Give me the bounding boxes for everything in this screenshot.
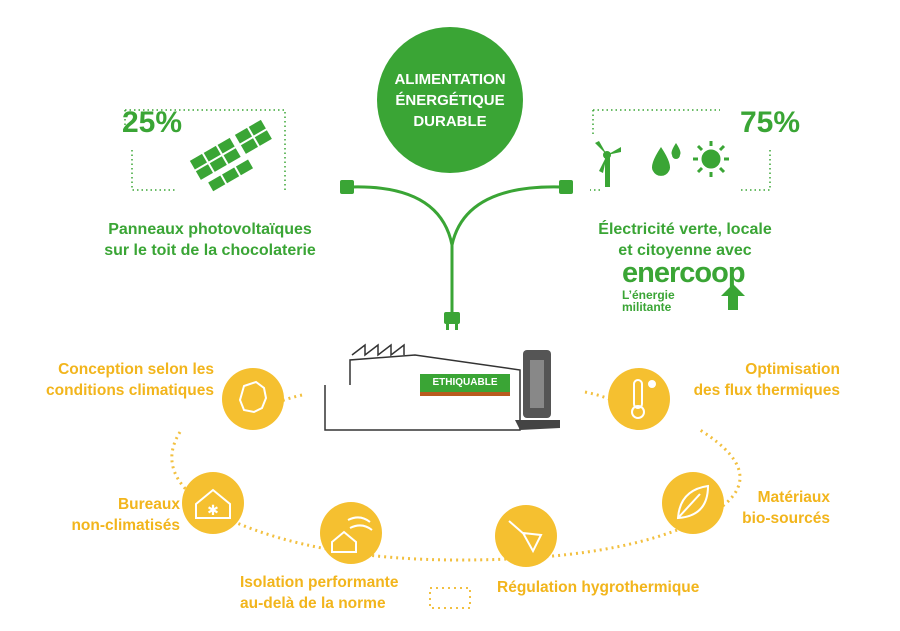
green-power-percent: 75% — [740, 106, 801, 139]
solar-frame — [124, 109, 286, 191]
cable-plug-right — [559, 180, 573, 194]
enercoop-logo-tagline: L’énergie militante — [622, 289, 675, 313]
chocolate-factory-icon — [324, 343, 560, 431]
cable-plug-left — [340, 180, 354, 194]
feature-circle-materials — [662, 472, 724, 534]
feature-insulation-line-2: au-delà de la norme — [240, 595, 386, 612]
feature-circle-climate — [222, 368, 284, 430]
enercoop-logo-name: enercoop — [622, 257, 746, 289]
feature-climate-line-1: Conception selon les — [58, 361, 214, 378]
france-map-icon — [238, 380, 268, 414]
title-line-1: ALIMENTATION — [394, 70, 506, 88]
title-line-3: DURABLE — [413, 112, 487, 130]
plug-icon — [444, 312, 460, 330]
features-ring — [170, 390, 742, 562]
feature-label-insulation: Isolation performante au-delà de la norm… — [240, 572, 430, 614]
renewable-icons — [595, 141, 729, 187]
solar-panels-icon — [189, 119, 272, 192]
feature-label-materials: Matériaux bio-sourcés — [720, 487, 830, 529]
trowel-icon — [508, 520, 543, 554]
enercoop-arrow-icon — [721, 284, 745, 310]
main-title-circle: ALIMENTATION ÉNERGÉTIQUE DURABLE — [377, 27, 523, 173]
green-power-label: Électricité verte, locale et citoyenne a… — [565, 219, 805, 261]
enercoop-tagline-line-2: militante — [622, 300, 672, 314]
house-snow-icon: ✱ — [195, 488, 231, 519]
feature-label-hygro: Régulation hygrothermique — [497, 577, 727, 598]
sun-icon — [693, 141, 729, 177]
feature-label-offices: Bureaux non-climatisés — [20, 494, 180, 536]
enercoop-tagline-line-1: L’énergie — [622, 288, 675, 302]
feature-circle-offices: ✱ — [182, 472, 244, 534]
green-power-label-line-1: Électricité verte, locale — [598, 221, 772, 238]
green-power-frame — [590, 109, 771, 191]
insulation-icon — [331, 516, 373, 553]
green-power-label-line-2: et citoyenne avec — [618, 242, 752, 259]
feature-circle-hygro — [495, 505, 557, 567]
ethiquable-brand-sign: ETHIQUABLE — [420, 374, 510, 396]
feature-offices-line-1: Bureaux — [117, 496, 180, 513]
feature-insulation-line-1: Isolation performante — [240, 574, 399, 591]
feature-hygro-line-1: Régulation hygrothermique — [497, 579, 700, 596]
wind-turbine-icon — [595, 141, 621, 187]
power-cables — [351, 185, 561, 312]
solar-percent: 25% — [122, 106, 183, 139]
solar-label-line-2: sur le toit de la chocolaterie — [104, 242, 316, 259]
feature-thermal-line-1: Optimisation — [745, 361, 840, 378]
feature-materials-line-2: bio-sourcés — [742, 510, 830, 527]
feature-materials-line-1: Matériaux — [757, 489, 830, 506]
leaf-icon — [676, 484, 710, 520]
thermometer-icon — [631, 379, 656, 419]
feature-climate-line-2: conditions climatiques — [46, 382, 214, 399]
solar-label-line-1: Panneaux photovoltaïques — [108, 221, 312, 238]
feature-circle-insulation — [320, 502, 382, 564]
svg-text:✱: ✱ — [207, 502, 219, 518]
feature-label-climate: Conception selon les conditions climatiq… — [34, 359, 214, 401]
title-line-2: ÉNERGÉTIQUE — [395, 91, 505, 109]
water-drop-icon — [652, 143, 681, 176]
feature-thermal-line-2: des flux thermiques — [693, 382, 840, 399]
solar-label: Panneaux photovoltaïques sur le toit de … — [70, 219, 350, 261]
feature-circle-thermal — [608, 368, 670, 430]
feature-offices-line-2: non-climatisés — [71, 517, 180, 534]
feature-label-thermal: Optimisation des flux thermiques — [660, 359, 840, 401]
